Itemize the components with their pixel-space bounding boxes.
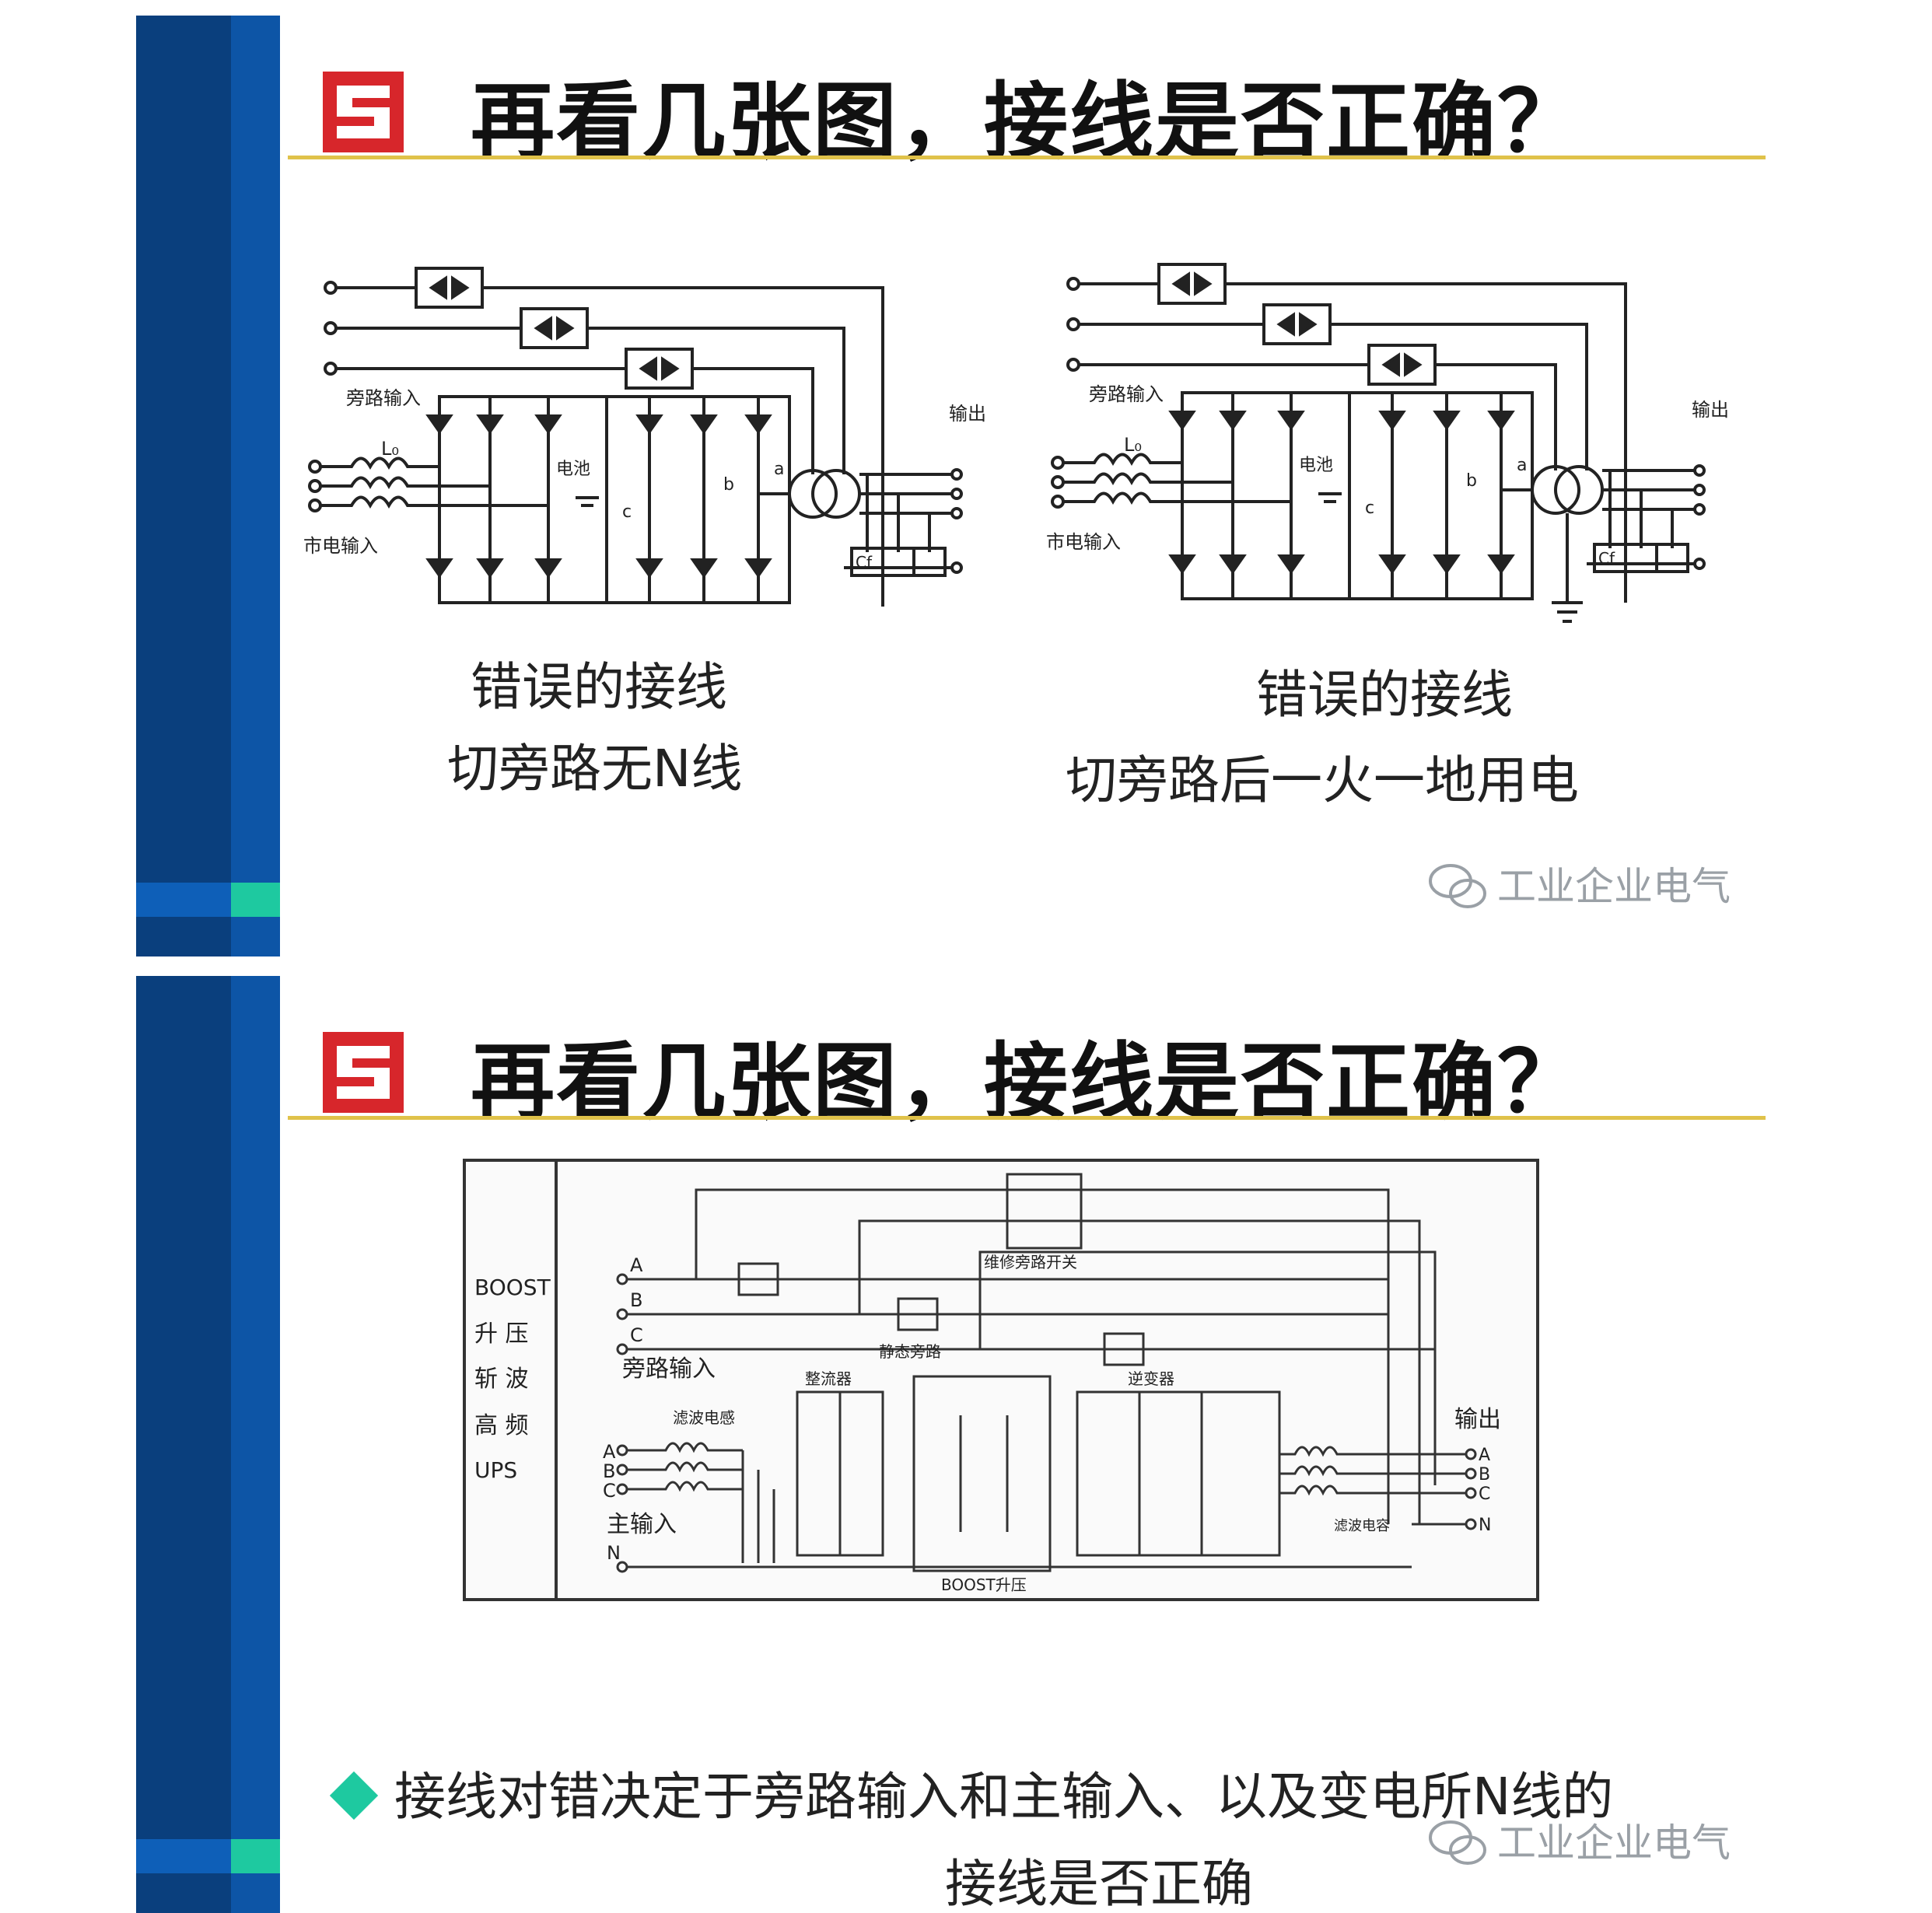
output-phase-b: B [1479,1465,1490,1485]
output-phase-a: A [1479,1446,1490,1465]
side-label-4: UPS [474,1457,517,1483]
main-phase-c: C [603,1480,616,1502]
main-phase-a: A [603,1441,616,1463]
label-bypass: 旁路输入 [1089,383,1164,405]
sidebar-accent [231,883,280,917]
slide-2: 再看几张图，接线是否正确？ BOOST 升 压 斩 波 高 频 UPS [136,976,1925,1913]
label-mains: 市电输入 [303,535,378,557]
caption-right-line2: 切旁路后一火一地用电 [1066,750,1579,810]
label-battery: 电池 [1299,456,1333,475]
caption-left-line1: 错误的接线 [471,657,727,717]
label-a: a [1517,456,1527,475]
label-b: b [1466,471,1477,491]
label-bypass: 旁路输入 [346,387,421,409]
title-rule [288,156,1766,159]
filter-inductor-label: 滤波电感 [673,1408,735,1427]
wechat-icon [1429,1820,1486,1865]
bullet-line-1: 接线对错决定于旁路输入和主输入、以及变电所N线的 [394,1767,1614,1827]
boost-label: BOOST升压 [941,1576,1027,1594]
inverter-label: 逆变器 [1128,1369,1174,1388]
output-label: 输出 [1454,1406,1501,1433]
bullet-text: 接线对错决定于旁路输入和主输入、以及变电所N线的 接线是否正确 [329,1754,1861,1913]
circuit-diagram-right: 旁路输入 市电输入 输出 电池 L₀ c b a Cf [1046,263,1729,623]
maint-switch-label: 维修旁路开关 [984,1253,1077,1271]
filter-cap-label: 滤波电容 [1334,1518,1390,1534]
sidebar [136,16,280,956]
label-mains: 市电输入 [1046,531,1121,553]
label-output: 输出 [949,403,986,425]
title-rule [288,1116,1766,1120]
wechat-icon [1429,864,1486,908]
bullet-line-2: 接线是否正确 [945,1854,1253,1913]
label-inductor: L₀ [381,438,399,460]
bypass-phase-a: A [630,1254,643,1276]
bullet-diamond-icon [329,1771,379,1820]
main-input-label: 主输入 [607,1511,677,1538]
caption-left-line2: 切旁路无N线 [447,739,743,799]
bypass-phase-c: C [630,1324,643,1346]
company-logo-icon [323,72,404,152]
label-battery: 电池 [556,460,590,479]
sidebar-accent [231,1839,280,1873]
bypass-phase-b: B [630,1289,642,1311]
label-cap: Cf [1598,549,1615,568]
main-phase-b: B [603,1460,615,1482]
neutral-label: N [607,1542,621,1564]
caption-right-line1: 错误的接线 [1256,665,1513,725]
bypass-input-label: 旁路输入 [622,1355,716,1383]
slide-title: 再看几张图，接线是否正确？ [471,74,1584,171]
slide-title: 再看几张图，接线是否正确？ [471,1034,1584,1131]
side-label-2: 斩 波 [474,1366,529,1393]
company-logo-icon [323,1032,404,1113]
label-cap: Cf [856,553,873,572]
side-label-1: 升 压 [474,1320,529,1348]
output-phase-c: C [1479,1485,1490,1504]
circuit-diagram-left: 旁路输入 市电输入 输出 电池 L₀ c b a Cf [303,267,986,607]
label-b: b [723,475,734,495]
slide-1: 再看几张图，接线是否正确？ [136,16,1925,956]
watermark: 工业企业电气 [1497,864,1731,909]
label-inductor: L₀ [1124,434,1142,456]
label-c: c [1365,498,1374,518]
side-label-3: 高 频 [474,1412,529,1439]
rectifier-label: 整流器 [805,1369,852,1388]
label-output: 输出 [1692,399,1729,421]
boost-ups-diagram: BOOST 升 压 斩 波 高 频 UPS [463,1159,1539,1601]
side-label-0: BOOST [474,1275,551,1300]
watermark: 工业企业电气 [1497,1820,1731,1866]
label-a: a [774,460,784,479]
label-c: c [622,502,632,522]
output-phase-n: N [1479,1516,1491,1535]
sidebar [136,976,280,1913]
static-bypass-label: 静态旁路 [879,1342,941,1361]
